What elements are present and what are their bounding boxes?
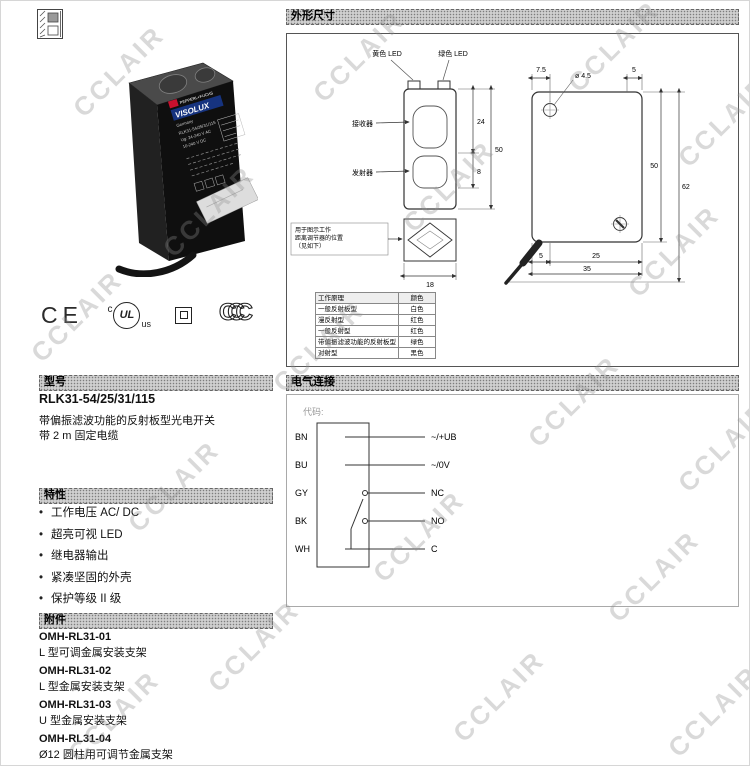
cul-us-mark-icon: c UL us [107,301,151,329]
ce-mark-icon: CE [41,301,83,328]
signal-label: NO [431,516,445,526]
feature-item: •保护等级 II 级 [39,593,122,605]
front-view-body [403,88,457,210]
svg-text:CCC: CCC [219,299,253,326]
dimension-drawing: 黄色 LED 绿色 LED 接收器 发射器 24 8 50 [290,49,690,289]
feature-item: •工作电压 AC/ DC [39,507,140,519]
table-header-principle: 工作原理 [315,292,399,304]
wiring-diagram: 代码: BN BU GY BK WH ~/+UB ~/0V NC NO C [295,407,457,568]
adjuster-note-box [290,222,389,256]
electrical-connection-box: 代码: BN BU GY BK WH ~/+UB ~/0V NC NO C [286,394,739,607]
protection-class-ii-icon [175,306,193,324]
dim-24: 24 [477,119,485,126]
accessory-item: OMH-RL31-03 U 型金属安装支架 [39,699,127,727]
accessories-list: OMH-RL31-01 L 型可调金属安装支架 OMH-RL31-02 L 型金… [39,629,273,765]
dim-35: 35 [583,266,591,273]
product-photo: PEPPERL+FUCHS VISOLUX Germany RLK31-54/2… [93,37,259,278]
emitter-label: 发射器 [352,168,373,177]
dim-side-height: 50 [650,163,658,170]
wire-label: GY [295,488,308,498]
note-line: （见如下） [295,242,325,250]
sensor-pictogram-icon [37,9,63,39]
section-header-features: 特性 [39,488,273,504]
feature-item: •紧凑坚固的外壳 [39,571,132,584]
ccc-mark-icon: CCC [217,298,262,332]
note-line: 用于图示工作 [295,226,331,234]
sensor-side-face [129,83,169,261]
model-description-line: 带偏振滤波功能的反射板型光电开关 [39,415,215,427]
dim-5-bottom: 5 [539,253,543,260]
sensor-cable [115,251,197,278]
signal-label: C [431,544,438,554]
sensor-lens-icon [158,74,188,94]
accessory-item: OMH-RL31-02 L 型金属安装支架 [39,665,125,693]
feature-item: •继电器输出 [39,550,109,562]
signal-label: NC [431,488,444,498]
side-view-cable [519,239,543,267]
wire-label: WH [295,544,310,554]
wire-label: BN [295,432,308,442]
feature-item: •超亮可视 LED [39,528,123,541]
table-row: 一般反射型红色 [315,325,436,337]
signal-label: ~/+UB [431,432,457,442]
label-line: 10-240 V DC [182,137,207,149]
section-header-model: 型号 [39,375,273,391]
code-label: 代码: [303,407,324,417]
model-description-line: 带 2 m 固定电缆 [39,430,119,442]
side-view-body [531,91,643,243]
led-label-green: 绿色 LED [438,49,468,58]
table-row: 一般反射板型白色 [315,303,436,315]
sensor-lens-icon [194,67,216,83]
visolux-logo-bar [170,95,224,121]
dim-5-top: 5 [632,67,636,74]
note-line: 距离调节器的位置 [295,234,343,242]
pf-logo-icon [167,99,179,109]
table-row: 对射型黑色 [315,347,436,359]
label-mini-diagram [217,113,246,142]
accessory-item: OMH-RL31-01 L 型可调金属安装支架 [39,631,147,659]
features-list: •工作电压 AC/ DC •超亮可视 LED •继电器输出 •紧凑坚固的外壳 •… [39,503,273,611]
table-row: 带偏振滤波功能的反射板型绿色 [315,336,436,348]
watermark: CCLAIR [662,659,750,763]
dim-18: 18 [426,282,434,289]
section-header-accessories: 附件 [39,613,273,629]
dim-7-5: 7.5 [536,67,546,74]
dim-8: 8 [477,169,481,176]
wire-label: BK [295,516,307,526]
led-label-yellow: 黄色 LED [372,49,402,58]
watermark: CCLAIR [447,644,551,748]
dim-hole-dia: ø 4.5 [575,73,591,80]
dim-side-total: 62 [682,184,690,191]
table-header-color: 颜色 [398,292,436,304]
signal-label: ~/0V [431,460,450,470]
dim-50: 50 [495,147,503,154]
dimension-drawing-box: 黄色 LED 绿色 LED 接收器 发射器 24 8 50 [286,33,739,367]
certification-row: CE c UL us CCC [41,297,262,333]
accessory-item: OMH-RL31-04 Ø12 圆柱用可调节金属支架 [39,733,173,761]
relay-contact [350,498,364,530]
table-row: 漫反射型红色 [315,314,436,326]
model-name: RLK31-54/25/31/115 [39,392,156,406]
dim-25: 25 [592,253,600,260]
wire-label: BU [295,460,308,470]
label-line: Germany [176,118,195,128]
terminal-block [316,422,370,568]
color-code-table: 工作原理 颜色 一般反射板型白色 漫反射型红色 一般反射型红色 带偏振滤波功能的… [315,292,436,359]
section-header-electrical: 电气连接 [286,375,739,391]
model-block: RLK31-54/25/31/115 带偏振滤波功能的反射板型光电开关 带 2 … [39,392,273,444]
section-header-dimensions: 外形尺寸 [286,9,739,25]
receiver-label: 接收器 [352,119,373,128]
